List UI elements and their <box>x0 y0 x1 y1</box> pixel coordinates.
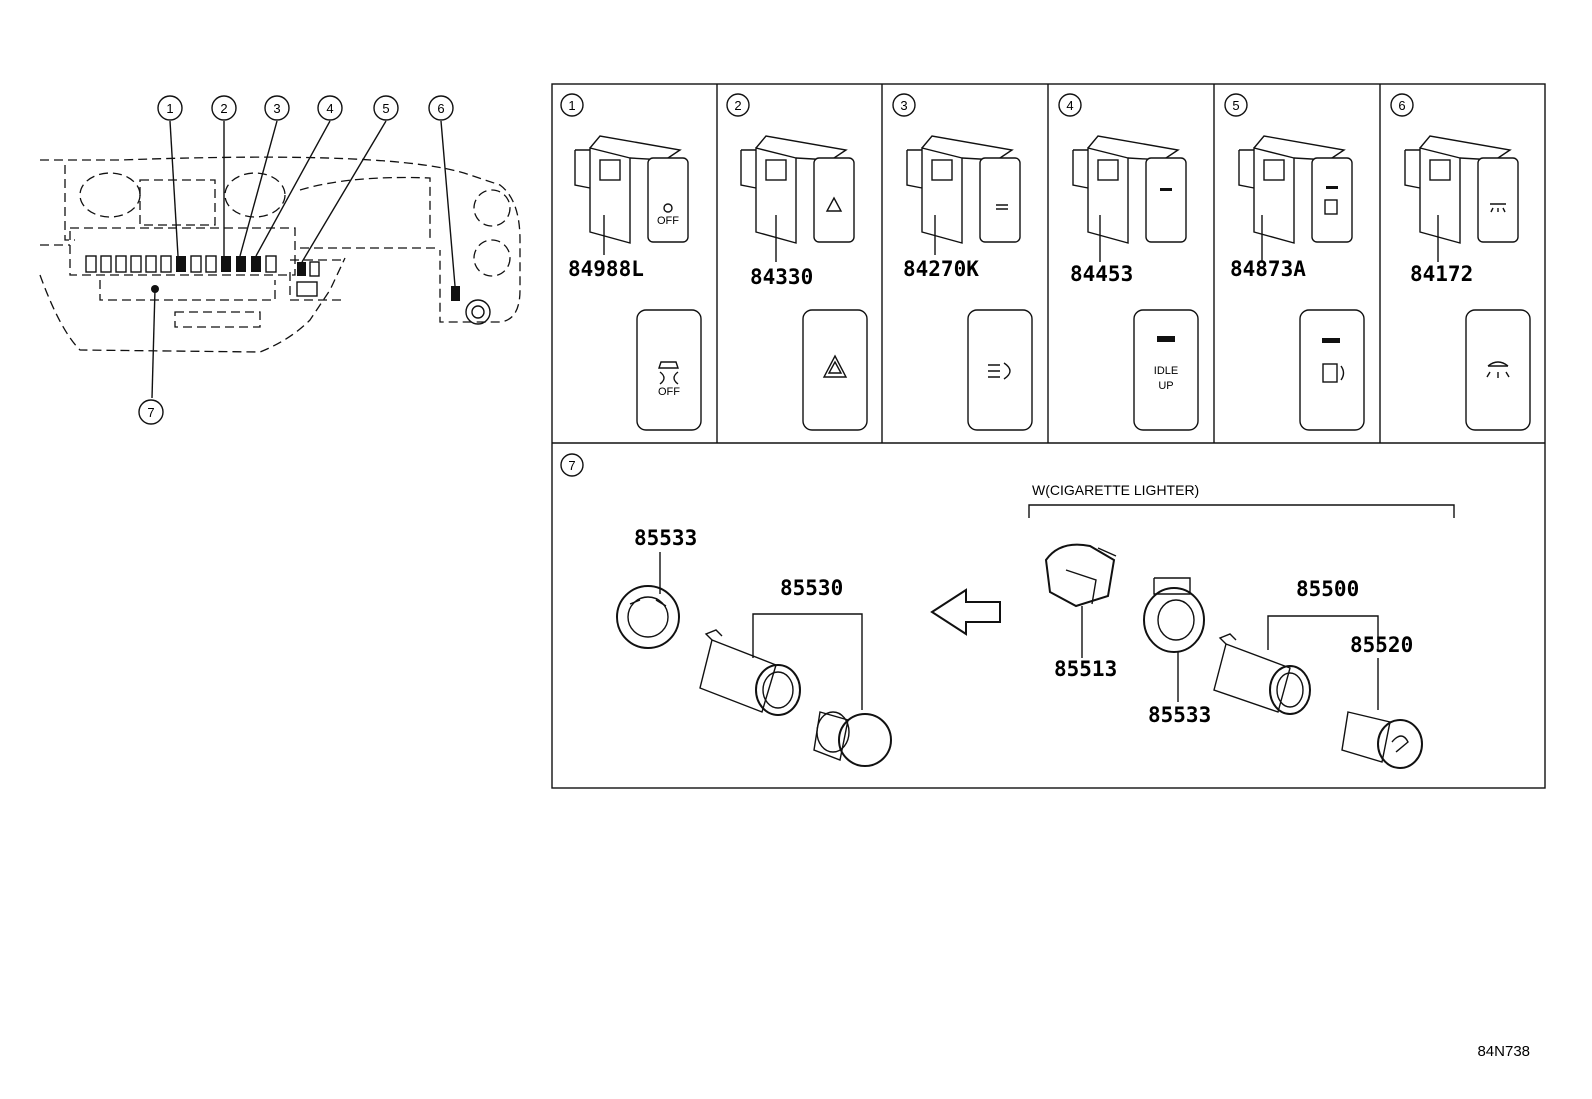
svg-text:OFF: OFF <box>657 215 679 227</box>
svg-text:4: 4 <box>326 101 333 116</box>
part-85520: 85520 <box>1341 633 1423 769</box>
switch-body: OFF <box>574 135 689 244</box>
svg-text:OFF: OFF <box>658 386 680 398</box>
switch-panel-4: 4 84453 IDLE UP <box>1058 93 1199 431</box>
switch-face-detail <box>1299 309 1365 431</box>
switch-face-detail <box>802 309 868 431</box>
switch-face-detail: OFF <box>636 309 702 431</box>
svg-text:85520: 85520 <box>1350 633 1413 657</box>
svg-text:85513: 85513 <box>1054 657 1117 681</box>
svg-text:5: 5 <box>1232 98 1239 113</box>
switch-panel-2: 2 84330 <box>726 93 868 431</box>
part-85513: 85513 <box>1044 543 1117 681</box>
svg-text:3: 3 <box>900 98 907 113</box>
svg-text:84988L: 84988L <box>568 257 644 281</box>
switch-panel-3: 3 84270K <box>892 93 1033 431</box>
overview-callout-3: 3 <box>264 95 290 121</box>
svg-text:85533: 85533 <box>634 526 697 550</box>
diagram-reference: 84N738 <box>1477 1043 1530 1060</box>
svg-text:84172: 84172 <box>1410 262 1473 286</box>
part-85500: 85500 <box>1213 577 1379 715</box>
svg-text:IDLE: IDLE <box>1154 365 1178 377</box>
svg-text:1: 1 <box>568 98 575 113</box>
switch-face-detail: IDLE UP <box>1133 309 1199 431</box>
svg-text:7: 7 <box>147 405 154 420</box>
part-85530-left: 85530 <box>699 576 892 767</box>
detail-frame <box>551 83 1546 789</box>
direction-arrow <box>930 588 1001 636</box>
dashboard-overview: 1 2 3 4 5 6 7 <box>39 95 521 425</box>
switch-panel-6: 6 84172 <box>1390 93 1531 431</box>
switch-body <box>1404 135 1519 244</box>
switch-panel-5: 5 84873A <box>1224 93 1365 431</box>
svg-text:85530: 85530 <box>780 576 843 600</box>
svg-text:84453: 84453 <box>1070 262 1133 286</box>
overview-callout-6: 6 <box>428 95 454 121</box>
overview-callout-7: 7 <box>138 399 164 425</box>
svg-text:85500: 85500 <box>1296 577 1359 601</box>
variant-label: W(CIGARETTE LIGHTER) <box>1032 482 1199 498</box>
svg-text:2: 2 <box>220 101 227 116</box>
overview-callout-1: 1 <box>157 95 183 121</box>
svg-text:5: 5 <box>382 101 389 116</box>
switch-body <box>740 135 855 244</box>
svg-text:7: 7 <box>568 458 575 473</box>
switch-row <box>85 255 491 325</box>
svg-text:84330: 84330 <box>750 265 813 289</box>
svg-text:2: 2 <box>734 98 741 113</box>
part-85533-right: 85533 <box>1143 577 1211 727</box>
overview-callout-2: 2 <box>211 95 237 121</box>
lighter-section: 7 W(CIGARETTE LIGHTER) 85533 85530 <box>560 453 1455 769</box>
svg-text:UP: UP <box>1158 380 1173 392</box>
svg-text:1: 1 <box>166 101 173 116</box>
switch-panel-1: 1 OFF 84988L OFF <box>560 93 702 431</box>
part-85533-left: 85533 <box>616 526 697 649</box>
switch-face-detail <box>1465 309 1531 431</box>
svg-text:85533: 85533 <box>1148 703 1211 727</box>
switch-body <box>906 135 1021 244</box>
svg-text:84270K: 84270K <box>903 257 979 281</box>
switch-face-detail <box>967 309 1033 431</box>
svg-text:3: 3 <box>273 101 280 116</box>
switch-body <box>1072 135 1187 244</box>
svg-text:6: 6 <box>437 101 444 116</box>
switch-body <box>1238 135 1353 244</box>
svg-text:4: 4 <box>1066 98 1073 113</box>
svg-text:84873A: 84873A <box>1230 257 1306 281</box>
overview-callout-5: 5 <box>373 95 399 121</box>
svg-text:6: 6 <box>1398 98 1405 113</box>
overview-callout-4: 4 <box>317 95 343 121</box>
